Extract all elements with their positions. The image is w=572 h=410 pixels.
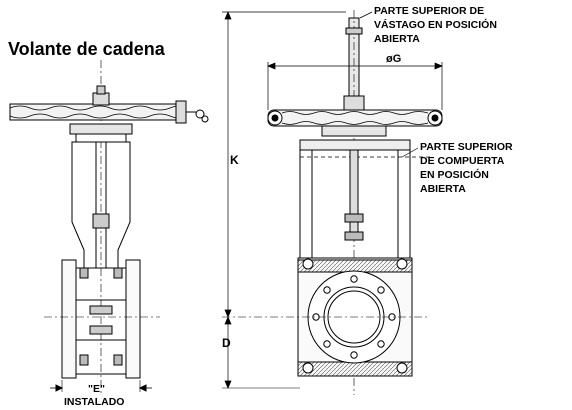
dimension-d bbox=[224, 316, 232, 389]
stem-top-label-3: ABIERTA bbox=[374, 33, 420, 45]
dimension-k bbox=[222, 11, 346, 318]
gate-top-label-4: ABIERTA bbox=[420, 183, 466, 195]
dimension-d-label: D bbox=[222, 336, 231, 350]
front-view-valve bbox=[222, 10, 443, 395]
dimension-g bbox=[267, 62, 443, 110]
gate-top-label-2: DE COMPUERTA bbox=[420, 155, 505, 167]
side-view-valve bbox=[9, 60, 209, 395]
leader-lines bbox=[359, 11, 419, 158]
stem-top-label-2: VÁSTAGO EN POSICIÓN bbox=[374, 18, 497, 31]
dimension-k-label: K bbox=[230, 153, 239, 167]
installed-label: INSTALADO bbox=[64, 396, 124, 408]
gate-top-label-3: EN POSICIÓN bbox=[420, 168, 489, 181]
stem-top-label-1: PARTE SUPERIOR DE bbox=[374, 5, 484, 17]
dimension-g-label: øG bbox=[386, 53, 401, 65]
diagram-title: Volante de cadena bbox=[8, 39, 166, 59]
gate-top-label-1: PARTE SUPERIOR bbox=[420, 141, 513, 153]
dimension-e-label: "E" bbox=[88, 383, 105, 395]
